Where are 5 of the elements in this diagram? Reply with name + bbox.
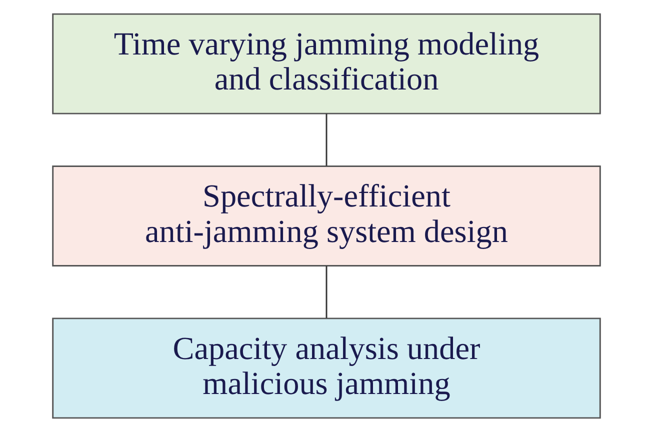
node-box: Time varying jamming modeling and classification: [52, 13, 600, 114]
connector: [325, 114, 327, 166]
node-box: Capacity analysis under malicious jamming: [52, 318, 600, 419]
connector: [325, 266, 327, 318]
node-box: Spectrally-efficient anti-jamming system design: [52, 166, 600, 266]
